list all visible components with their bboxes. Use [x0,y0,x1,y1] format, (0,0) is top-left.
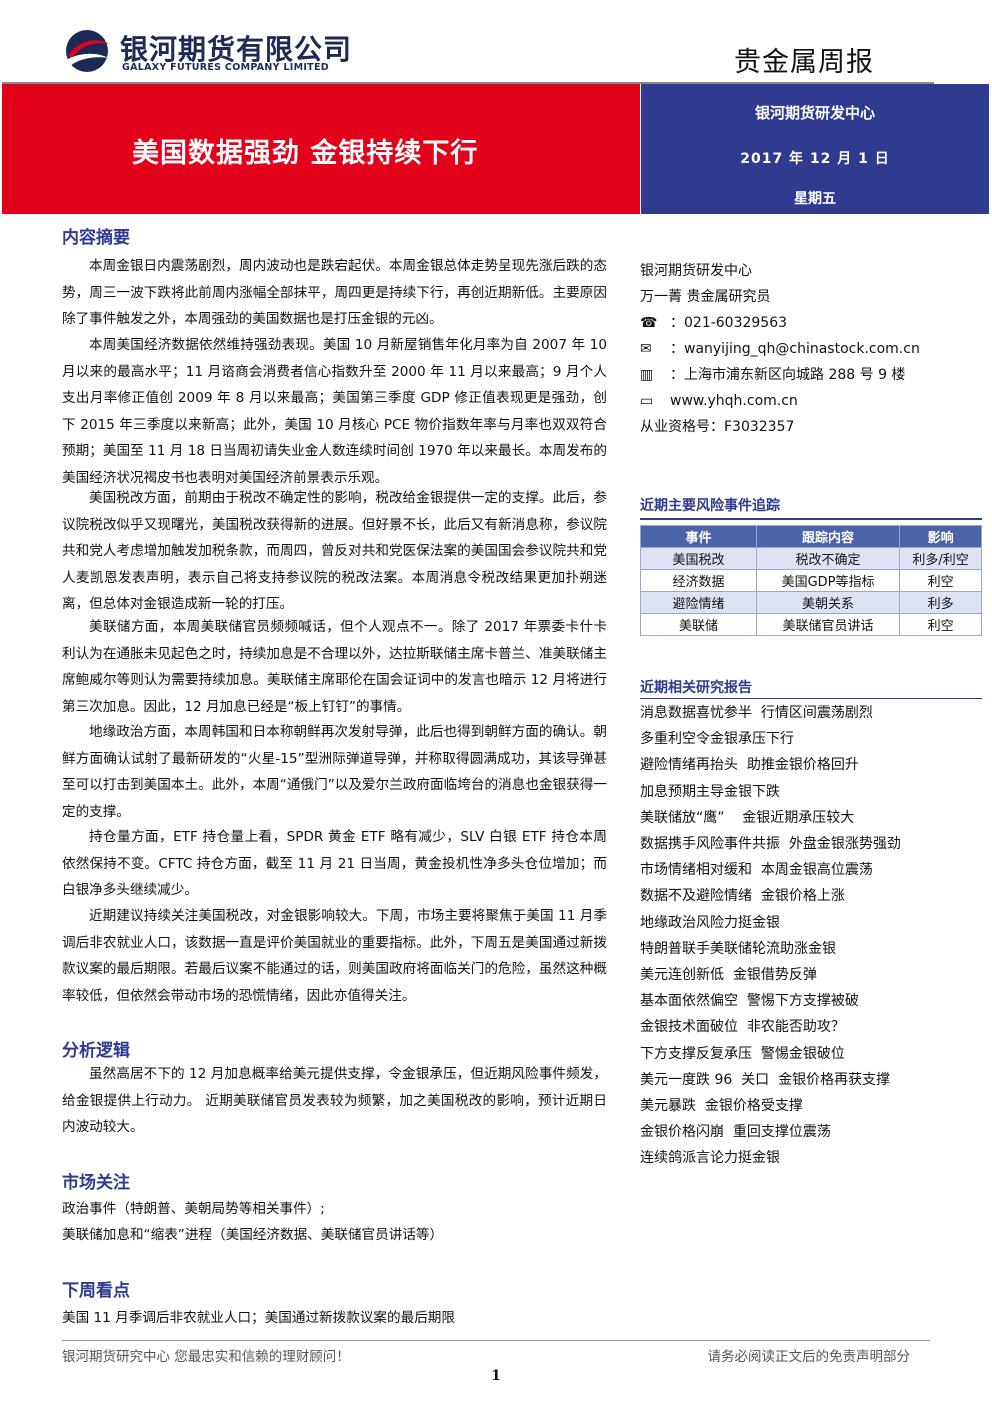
email-icon: ✉ [640,341,652,357]
summary-paragraph: 地缘政治方面，本周韩国和日本称朝鲜再次发射导弹，此后也得到朝鲜方面的确认。朝鲜方… [62,724,607,820]
table-cell: 美联储官员讲话 [755,613,901,636]
address-book-icon: ▥ [640,367,654,383]
summary-paragraph: 本周美国经济数据依然维持强劲表现。美国 10 月新屋销售年化月率为自 2007 … [62,337,607,486]
footer-slogan: 银河期货研究中心 您最忠实和信赖的理财顾问！ [62,1349,350,1365]
contact-phone: ：021-60329563 [670,315,788,331]
title-banner [2,84,640,214]
column-header: 影响 [899,525,982,548]
risk-title-rule [640,518,982,520]
contact-email[interactable]: ：wanyijing_qh@chinastock.com.cn [670,341,920,357]
table-header-row: 事件 跟踪内容 影响 [640,525,982,548]
contact-email-row: ✉ ：wanyijing_qh@chinastock.com.cn [640,336,970,362]
computer-icon: ▭ [640,393,654,409]
contact-address: ：上海市浦东新区向城路 288 号 9 楼 [670,367,906,383]
report-link[interactable]: 避险情绪再抬头 助推金银价格回升 [640,757,859,774]
contact-website[interactable]: www.yhqh.com.cn [670,393,798,409]
table-cell: 美联储 [640,613,757,636]
summary-paragraph: 美国税改方面，前期由于税改不确定性的影响，税改给金银提供一定的支撑。此后，参议院… [62,490,607,612]
report-link[interactable]: 下方支撑反复承压 警惕金银破位 [640,1045,845,1062]
next-week-line: 美国 11 月季调后非农就业人口；美国通过新拨款议案的最后期限 [62,1310,455,1326]
company-name-en: GALAXY FUTURES COMPANY LIMITED [122,62,329,73]
footer-divider [62,1340,930,1341]
related-reports-rule [640,698,982,699]
logic-paragraph: 虽然高居不下的 12 月加息概率给美元提供支撑，令金银承压，但近期风险事件频发，… [62,1066,607,1135]
report-link[interactable]: 连续鸽派言论力挺金银 [640,1150,780,1167]
risk-table: 事件 跟踪内容 影响 美国税改 税改不确定 利多/利空 经济数据 美国GDP等指… [640,525,982,636]
report-link[interactable]: 美元连创新低 金银借势反弹 [640,967,817,984]
focus-line: 政治事件（特朗普、美朝局势等相关事件）; [62,1201,325,1217]
contact-address-row: ▥ ：上海市浦东新区向城路 288 号 9 楼 [640,362,970,388]
table-cell: 美朝关系 [755,591,901,614]
page-number: 1 [491,1368,501,1384]
report-link[interactable]: 美元暴跌 金银价格受支撑 [640,1098,803,1115]
summary-paragraph: 本周金银日内震荡剧烈，周内波动也是跌宕起伏。本周金银总体走势呈现先涨后跌的态势，… [62,258,607,327]
table-cell: 税改不确定 [755,547,901,570]
report-link[interactable]: 地缘政治风险力挺金银 [640,914,780,931]
contact-block: 银河期货研发中心 万一菁 贵金属研究员 ☎ ：021-60329563 ✉ ：wan… [640,258,970,440]
summary-title: 内容摘要 [62,228,130,248]
contact-analyst: 万一菁 贵金属研究员 [640,289,771,305]
report-link[interactable]: 数据携手风险事件共振 外盘金银涨势强劲 [640,836,901,853]
related-reports-list: 消息数据喜忧参半 行情区间震荡剧烈 多重利空令金银承压下行 避险情绪再抬头 助推… [640,700,901,1172]
summary-paragraph: 近期建议持续关注美国税改，对金银影响较大。下周，市场主要将聚焦于美国 11 月季… [62,908,607,1004]
next-week-title: 下周看点 [62,1281,130,1301]
table-cell: 经济数据 [640,569,757,592]
table-cell: 利多/利空 [899,547,982,570]
contact-license: 从业资格号：F3032357 [640,419,795,435]
report-link[interactable]: 数据不及避险情绪 金银价格上涨 [640,888,845,905]
research-org: 银河期货研发中心 [754,104,875,122]
summary-paragraph: 美联储方面，本周美联储官员频频喊话，但个人观点不一。除了 2017 年票委卡什卡… [62,619,607,715]
related-reports-title: 近期相关研究报告 [640,680,752,696]
report-link[interactable]: 金银价格闪崩 重回支撑位震荡 [640,1124,831,1141]
contact-phone-row: ☎ ：021-60329563 [640,310,970,336]
contact-website-row: ▭ www.yhqh.com.cn [640,388,970,414]
report-link[interactable]: 多重利空令金银承压下行 [640,731,794,748]
report-weekday: 星期五 [794,191,836,207]
table-row: 美国税改 税改不确定 利多/利空 [640,547,982,570]
table-cell: 美国GDP等指标 [755,569,901,592]
report-link[interactable]: 市场情绪相对缓和 本周金银高位震荡 [640,862,873,879]
report-link[interactable]: 基本面依然偏空 警惕下方支撑被破 [640,993,859,1010]
footer-disclaimer-note: 请务必阅读正文后的免责声明部分 [707,1349,911,1365]
galaxy-logo-icon [66,30,109,72]
table-cell: 利多 [899,591,982,614]
header-divider [2,82,934,84]
report-type: 贵金属周报 [734,47,874,78]
table-cell: 避险情绪 [640,591,757,614]
report-link[interactable]: 加息预期主导金银下跌 [640,783,780,800]
summary-paragraph: 持仓量方面，ETF 持仓量上看，SPDR 黄金 ETF 略有减少，SLV 白银 … [62,829,607,898]
risk-title: 近期主要风险事件追踪 [640,498,780,514]
report-date: 2017 年 12 月 1 日 [740,151,890,167]
phone-icon: ☎ [640,315,658,331]
contact-org: 银河期货研发中心 [640,263,752,279]
table-row: 避险情绪 美朝关系 利多 [640,591,982,614]
report-title: 美国数据强劲 金银持续下行 [132,138,479,169]
table-row: 美联储 美联储官员讲话 利空 [640,613,982,636]
report-link[interactable]: 特朗普联手美联储轮流助涨金银 [640,940,836,957]
report-link[interactable]: 美联储放“鹰” 金银近期承压较大 [640,809,855,826]
logic-title: 分析逻辑 [62,1041,130,1061]
column-header: 跟踪内容 [755,525,901,548]
report-link[interactable]: 美元一度跌 96 关口 金银价格再获支撑 [640,1071,891,1088]
report-link[interactable]: 金银技术面破位 非农能否助攻？ [640,1019,845,1036]
table-cell: 利空 [899,613,982,636]
focus-line: 美联储加息和“缩表”进程（美国经济数据、美联储官员讲话等） [62,1227,444,1243]
table-row: 经济数据 美国GDP等指标 利空 [640,569,982,592]
table-cell: 美国税改 [640,547,757,570]
report-link[interactable]: 消息数据喜忧参半 行情区间震荡剧烈 [640,705,873,721]
company-name-cn: 银河期货有限公司 [120,33,353,66]
company-logo: 银河期货有限公司 GALAXY FUTURES COMPANY LIMITED [62,26,362,78]
table-cell: 利空 [899,569,982,592]
column-header: 事件 [640,525,757,548]
date-banner: 银河期货研发中心 2017 年 12 月 1 日 星期五 [641,84,989,214]
focus-title: 市场关注 [62,1173,130,1193]
